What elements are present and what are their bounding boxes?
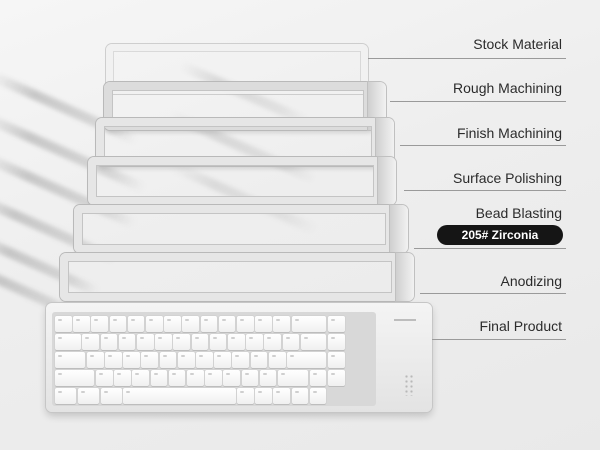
keycap <box>123 352 140 368</box>
keycap <box>127 316 145 332</box>
keycap <box>209 334 227 350</box>
keycap <box>227 334 245 350</box>
label-surface-polishing: Surface Polishing <box>453 170 562 186</box>
keycap <box>255 388 272 404</box>
keycap <box>328 334 345 350</box>
keycap <box>55 334 81 350</box>
keycap <box>55 352 86 368</box>
keyboard-side-panel <box>380 312 426 406</box>
keycap <box>186 370 204 386</box>
keycap <box>282 334 300 350</box>
keycap <box>291 316 327 332</box>
keycap <box>246 334 263 350</box>
keycap <box>100 334 118 350</box>
keycap <box>105 352 122 368</box>
label-final-product: Final Product <box>479 318 562 334</box>
keycap <box>223 370 241 386</box>
keycap <box>150 370 168 386</box>
keycap <box>328 316 345 332</box>
leader-line-bead-blasting <box>414 248 566 249</box>
label-bead-blasting: Bead Blasting <box>475 205 562 221</box>
leader-line-surface-polishing <box>404 190 566 191</box>
keycap <box>259 370 277 386</box>
bead-blasting-frame <box>74 205 408 253</box>
keycap <box>114 370 131 386</box>
keycap <box>264 334 281 350</box>
keycap <box>168 370 186 386</box>
keycap <box>141 352 159 368</box>
keycap <box>205 370 222 386</box>
keycap <box>273 388 291 404</box>
keycap <box>77 388 99 404</box>
keycap <box>146 316 163 332</box>
keycap <box>177 352 195 368</box>
keycap <box>55 370 95 386</box>
keycap <box>159 352 177 368</box>
speaker-dots <box>404 374 414 396</box>
keycap <box>164 316 181 332</box>
brand-mark <box>394 319 416 321</box>
keycap <box>291 388 309 404</box>
keycap <box>309 370 327 386</box>
keycap <box>200 316 218 332</box>
keycap <box>118 334 136 350</box>
label-anodizing: Anodizing <box>500 273 563 289</box>
keycap <box>232 352 250 368</box>
leader-line-final-product <box>432 339 566 340</box>
keycap <box>328 352 345 368</box>
leader-line-rough-machining <box>390 101 566 102</box>
keycap <box>136 334 154 350</box>
zirconia-badge: 205# Zirconia <box>437 225 563 245</box>
keycap <box>91 316 109 332</box>
label-stock-material: Stock Material <box>473 36 562 52</box>
keycap <box>173 334 190 350</box>
keycap <box>95 370 113 386</box>
leader-line-stock-material <box>368 58 566 59</box>
keycap <box>123 388 236 404</box>
keycap <box>287 352 327 368</box>
label-finish-machining: Finish Machining <box>456 125 562 141</box>
keycap <box>255 316 272 332</box>
keycap <box>155 334 172 350</box>
keycap <box>182 316 200 332</box>
keycap <box>241 370 259 386</box>
keycap <box>196 352 213 368</box>
keycap <box>250 352 268 368</box>
keycap <box>191 334 209 350</box>
final-product-keyboard <box>46 303 432 412</box>
keycap <box>268 352 286 368</box>
keycap <box>237 316 254 332</box>
keycap <box>328 370 345 386</box>
keycap <box>218 316 236 332</box>
keycap <box>109 316 127 332</box>
keycap <box>300 334 327 350</box>
surface-polishing-frame <box>88 157 396 205</box>
leader-line-finish-machining <box>400 145 566 146</box>
keycap <box>277 370 309 386</box>
keycap <box>55 316 72 332</box>
keycap <box>237 388 254 404</box>
keycap <box>309 388 327 404</box>
stock-material-frame <box>106 44 368 94</box>
leader-line-anodizing <box>420 293 566 294</box>
keycap <box>86 352 104 368</box>
keycap <box>55 388 77 404</box>
keycap <box>82 334 99 350</box>
keycap <box>132 370 150 386</box>
keycap <box>273 316 291 332</box>
keycap <box>100 388 122 404</box>
keycap <box>73 316 90 332</box>
keycap <box>214 352 231 368</box>
label-rough-machining: Rough Machining <box>453 80 562 96</box>
anodizing-frame <box>60 253 414 301</box>
